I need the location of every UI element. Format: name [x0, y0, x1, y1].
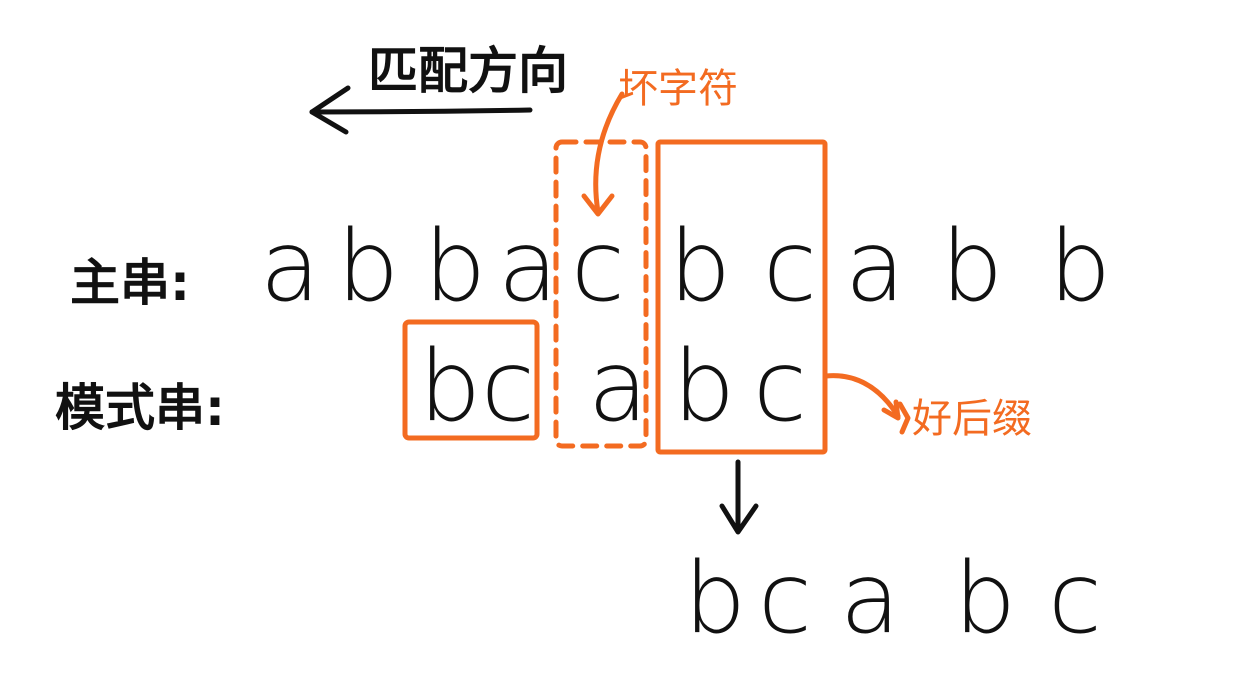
pattern-string-char: c	[481, 330, 535, 444]
pattern-string-char: a	[588, 330, 648, 444]
bad-char-column	[553, 139, 649, 449]
main-string-char: b	[941, 210, 1003, 324]
pattern-string-char: c	[753, 330, 807, 444]
arrow-down-icon	[719, 459, 759, 535]
main-string-char: a	[260, 210, 320, 324]
main-string-char: a	[845, 210, 905, 324]
main-string-char: c	[763, 210, 817, 324]
pattern-string-label: 模式串:	[55, 379, 225, 437]
shifted-pattern-char: c	[1048, 542, 1102, 656]
main-string-char: b	[669, 210, 731, 324]
pattern-string-char: b	[673, 330, 735, 444]
curved-arrow-down-icon	[581, 91, 625, 217]
pattern-string-char: b	[419, 330, 481, 444]
shifted-pattern-char: c	[758, 542, 812, 656]
main-string-label: 主串:	[70, 254, 190, 312]
shifted-pattern-char: b	[954, 542, 1016, 656]
main-string-char: b	[424, 210, 486, 324]
shifted-pattern-char: a	[840, 542, 900, 656]
pattern-prefix-box	[402, 319, 540, 441]
main-string-char: b	[1049, 210, 1111, 324]
main-string-char: b	[337, 210, 399, 324]
shifted-pattern-char: b	[684, 542, 746, 656]
main-string-char: a	[498, 210, 558, 324]
arrow-left-icon	[309, 85, 533, 135]
direction-label: 匹配方向	[368, 42, 568, 100]
bad-char-label: 坏字符	[618, 66, 738, 112]
good-suffix-label: 好后缀	[912, 396, 1032, 442]
main-string-char: c	[571, 210, 625, 324]
curved-arrow-right-icon	[823, 373, 911, 435]
good-suffix-column	[655, 139, 828, 455]
